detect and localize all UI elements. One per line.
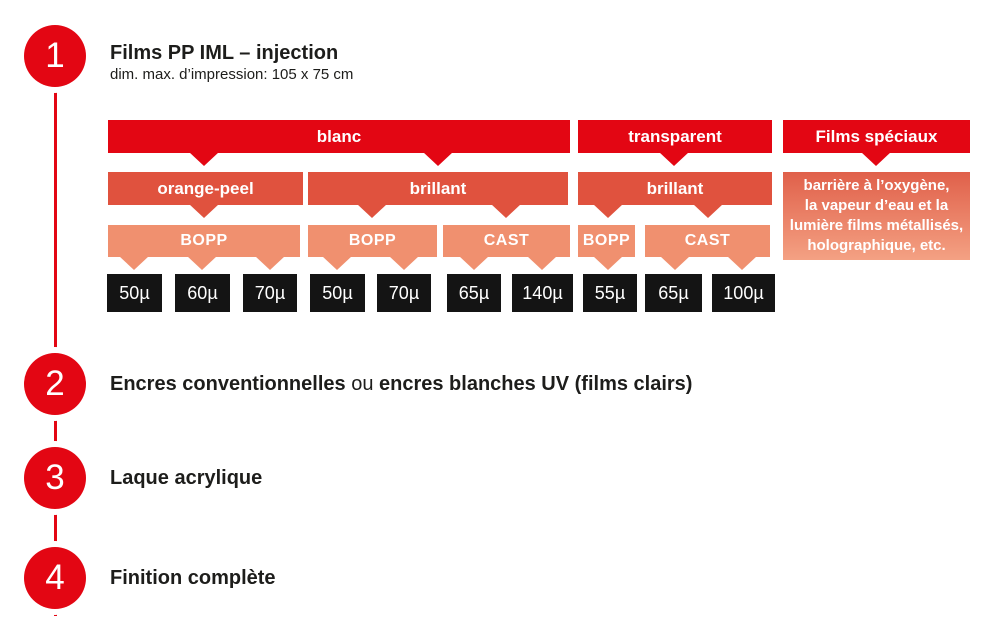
thickness-label: 60µ (187, 282, 218, 303)
finish-label: orange-peel (157, 178, 254, 198)
material-label: BOPP (180, 232, 228, 249)
thickness-label: 65µ (658, 282, 689, 303)
category-label: Films spéciaux (815, 126, 938, 146)
thickness-label: 100µ (723, 282, 764, 303)
material-bar-bopp: BOPP (108, 225, 300, 257)
page-title: Films PP IML – injection (110, 42, 339, 64)
connector-arrow-icon (861, 152, 891, 166)
connector-arrow-icon (423, 152, 453, 166)
thickness-bar-70u: 70µ (377, 274, 431, 312)
thickness-bar-140u: 140µ (512, 274, 573, 312)
thickness-label: 65µ (458, 282, 490, 303)
connector-arrow-icon (357, 204, 387, 218)
finish-bar-brillant: brillant (308, 172, 568, 205)
thickness-bar-55u: 55µ (583, 274, 637, 312)
material-bar-bopp: BOPP (578, 225, 635, 257)
category-bar-transparent: transparent (578, 120, 772, 153)
special-films-description-line: barrière à l’oxygène, (803, 177, 950, 194)
thickness-label: 140µ (522, 282, 563, 303)
page-subtitle: dim. max. d’impression: 105 x 75 cm (110, 66, 354, 83)
material-label: BOPP (348, 232, 397, 249)
finish-bar-orange-peel: orange-peel (108, 172, 303, 205)
material-label: BOPP (582, 232, 631, 249)
finish-label: brillant (646, 178, 704, 198)
category-bar-blanc: blanc (108, 120, 570, 153)
connector-arrow-icon (322, 256, 352, 270)
step-2-label: Encres conventionnelles ou encres blanch… (110, 372, 692, 396)
thickness-bar-65u: 65µ (447, 274, 501, 312)
step-1-number: 1 (45, 35, 65, 75)
step-4-marker: 4 (24, 547, 86, 609)
step-2-marker: 2 (24, 353, 86, 415)
connector-arrow-icon (189, 152, 219, 166)
connector-arrow-icon (491, 204, 521, 218)
connector-arrow-icon (660, 256, 690, 270)
finish-bar-brillant: brillant (578, 172, 772, 205)
step-4-number: 4 (45, 557, 65, 597)
thickness-label: 50µ (322, 282, 353, 303)
step-3-label: Laque acrylique (110, 466, 262, 490)
thickness-bar-50u: 50µ (107, 274, 162, 312)
thickness-label: 70µ (254, 282, 286, 303)
step-1-marker: 1 (24, 25, 86, 87)
material-bar-cast: CAST (443, 225, 570, 257)
category-label: blanc (316, 126, 362, 146)
connector-arrow-icon (255, 256, 285, 270)
step-4-label-part: Finition complète (110, 567, 276, 589)
category-bar-films-speciaux: Films spéciaux (783, 120, 970, 153)
step-3-marker: 3 (24, 447, 86, 509)
connector-arrow-icon (189, 204, 219, 218)
finish-label: brillant (409, 178, 467, 198)
connector-arrow-icon (693, 204, 723, 218)
connector-arrow-icon (593, 256, 623, 270)
special-films-description-line: lumière films métallisés, (789, 217, 964, 234)
thickness-label: 50µ (119, 282, 150, 303)
connector-arrow-icon (389, 256, 419, 270)
step-3-label-part: Laque acrylique (110, 467, 263, 489)
connector-arrow-icon (527, 256, 557, 270)
connector-arrow-icon (119, 256, 149, 270)
step-2-label-part: ou (345, 373, 379, 395)
step-3-number: 3 (45, 457, 65, 497)
special-films-description-line: la vapeur d’eau et la (804, 197, 949, 214)
step-2-label-part: Encres conventionnelles (110, 373, 346, 395)
thickness-label: 55µ (594, 282, 626, 303)
connector-arrow-icon (593, 204, 623, 218)
thickness-bar-70u: 70µ (243, 274, 297, 312)
connector-arrow-icon (459, 256, 489, 270)
material-label: CAST (684, 232, 731, 249)
connector-arrow-icon (187, 256, 217, 270)
thickness-bar-50u: 50µ (310, 274, 365, 312)
step-4-label: Finition complète (110, 566, 276, 590)
step-2-label-part: encres blanches UV (films clairs) (379, 373, 693, 395)
material-label: CAST (483, 232, 530, 249)
thickness-bar-65u: 65µ (645, 274, 702, 312)
material-bar-bopp: BOPP (308, 225, 437, 257)
timeline-line (53, 56, 57, 616)
special-films-description-line: holographique, etc. (807, 237, 946, 254)
connector-arrow-icon (659, 152, 689, 166)
category-label: transparent (628, 126, 722, 146)
material-bar-cast: CAST (645, 225, 770, 257)
step-1-heading: Films PP IML – injection dim. max. d’impr… (110, 42, 353, 84)
thickness-bar-100u: 100µ (712, 274, 775, 312)
connector-arrow-icon (727, 256, 757, 270)
step-2-number: 2 (45, 363, 65, 403)
thickness-label: 70µ (388, 282, 420, 303)
special-films-description: barrière à l’oxygène, la vapeur d’eau et … (783, 172, 970, 260)
thickness-bar-60u: 60µ (175, 274, 230, 312)
